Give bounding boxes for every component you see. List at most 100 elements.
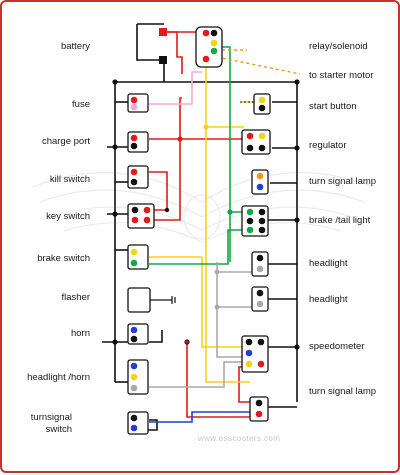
wing-watermark-graphic (31, 172, 375, 243)
pin-dot-black (246, 144, 254, 152)
pink-wire (149, 71, 202, 105)
pin-dot-black (255, 399, 263, 407)
pin-dot-yellow (210, 39, 218, 47)
pin-dot-black (246, 217, 254, 225)
label-battery: battery (60, 41, 90, 52)
pin-dot-black (258, 217, 266, 225)
pin-dot-gray (256, 265, 264, 273)
kill-switch-connector (127, 165, 149, 189)
pin-dot-red (143, 216, 151, 224)
pin-dot-black (256, 254, 264, 262)
pin-dot-black (258, 208, 266, 216)
label-to-starter-motor: to starter motor (309, 70, 374, 81)
label-flasher: flasher (61, 292, 90, 303)
pin-dot-green (246, 226, 254, 234)
gray-wires (149, 262, 252, 388)
turn-signal-lamp-rear-connector (249, 396, 269, 422)
key-switch-connector (127, 203, 155, 229)
connector-pins (130, 29, 266, 432)
battery-positive-terminal (159, 28, 167, 36)
pin-dot-black (258, 226, 266, 234)
headlight-2-connector (251, 286, 269, 312)
pin-dot-blue (245, 349, 253, 357)
pin-dot-red (202, 55, 210, 63)
label-kill-switch: kill switch (49, 174, 90, 185)
pin-dot-black (257, 338, 265, 346)
pin-dot-black (256, 289, 264, 297)
pin-dot-black (130, 335, 138, 343)
label-fuse: fuse (72, 99, 90, 110)
pin-dot-yellow (130, 248, 138, 256)
pin-dot-pink (130, 103, 138, 111)
pin-dot-red (130, 168, 138, 176)
battery-negative-terminal (159, 56, 167, 64)
brake-switch-connector (127, 244, 149, 270)
pin-dot-red (255, 410, 263, 418)
flasher-box (127, 287, 151, 313)
turnsignal-switch-connector (127, 411, 149, 435)
label-headlight-2: headlight (309, 294, 348, 305)
label-key-switch: key switch (46, 211, 90, 222)
headlight-1-connector (251, 251, 269, 277)
label-turn-signal-lamp-2: turn signal lamp (309, 386, 377, 397)
pin-dot-green (130, 259, 138, 267)
turn-signal-lamp-front-connector (251, 169, 269, 195)
label-start-button: start button (309, 101, 357, 112)
label-horn: horn (70, 328, 90, 339)
pin-dot-black (245, 338, 253, 346)
label-brake-switch: brake switch (37, 253, 90, 264)
label-headlight-1: headlight (309, 258, 348, 269)
pin-dot-blue (256, 183, 264, 191)
green-wires (149, 46, 244, 265)
pin-dot-red (257, 360, 265, 368)
label-charge-port: charge port (41, 136, 90, 147)
pin-dot-red (202, 29, 210, 37)
junction-dots (112, 79, 300, 350)
website-watermark: www.esscooters.com (198, 434, 281, 443)
pin-dot-yellow (130, 373, 138, 381)
flasher-symbol (150, 296, 176, 304)
pin-dot-yellow (258, 132, 266, 140)
blue-wires (149, 411, 252, 423)
pin-dot-yellow (258, 96, 266, 104)
horn-connector (127, 323, 149, 345)
pin-dot-blue (130, 362, 138, 370)
pin-dot-black (210, 29, 218, 37)
pin-dot-orange (256, 172, 264, 180)
red-wires (149, 31, 252, 418)
fuse-connector (127, 93, 149, 113)
pin-dot-blue (130, 424, 138, 432)
pin-dot-black (131, 206, 139, 214)
pin-dot-yellow (245, 360, 253, 368)
pin-dot-black (258, 144, 266, 152)
label-regulator: regulator (309, 140, 347, 151)
label-relay-solenoid: relay/solenoid (309, 41, 368, 52)
label-brake-tail-light: brake /tail light (309, 215, 371, 226)
pin-dot-black (130, 142, 138, 150)
pin-dot-blue (130, 326, 138, 334)
pin-dot-red (246, 132, 254, 140)
pin-dot-gray (256, 300, 264, 308)
label-turn-signal-lamp-1: turn signal lamp (309, 176, 377, 187)
pin-dot-red (131, 216, 139, 224)
starter-wire-dashed (216, 49, 301, 75)
label-headlight-horn: headlight /horn (27, 372, 90, 383)
pin-dot-green (210, 47, 218, 55)
colored-junction-dots (177, 124, 233, 344)
charge-port-connector (127, 131, 149, 153)
pin-dot-red (130, 96, 138, 104)
black-bus-wires (102, 60, 298, 431)
start-button-connector (253, 93, 271, 115)
relay-connector (195, 26, 223, 68)
pin-dot-black (130, 414, 138, 422)
pin-dot-black (258, 104, 266, 112)
pin-dot-black (130, 178, 138, 186)
pin-dot-red (130, 134, 138, 142)
regulator-connector (241, 129, 271, 155)
pin-dot-gray (130, 384, 138, 392)
label-turnsignal-switch: turnsignal switch (30, 412, 72, 435)
pin-dot-green (246, 208, 254, 216)
battery-outline (136, 23, 164, 61)
